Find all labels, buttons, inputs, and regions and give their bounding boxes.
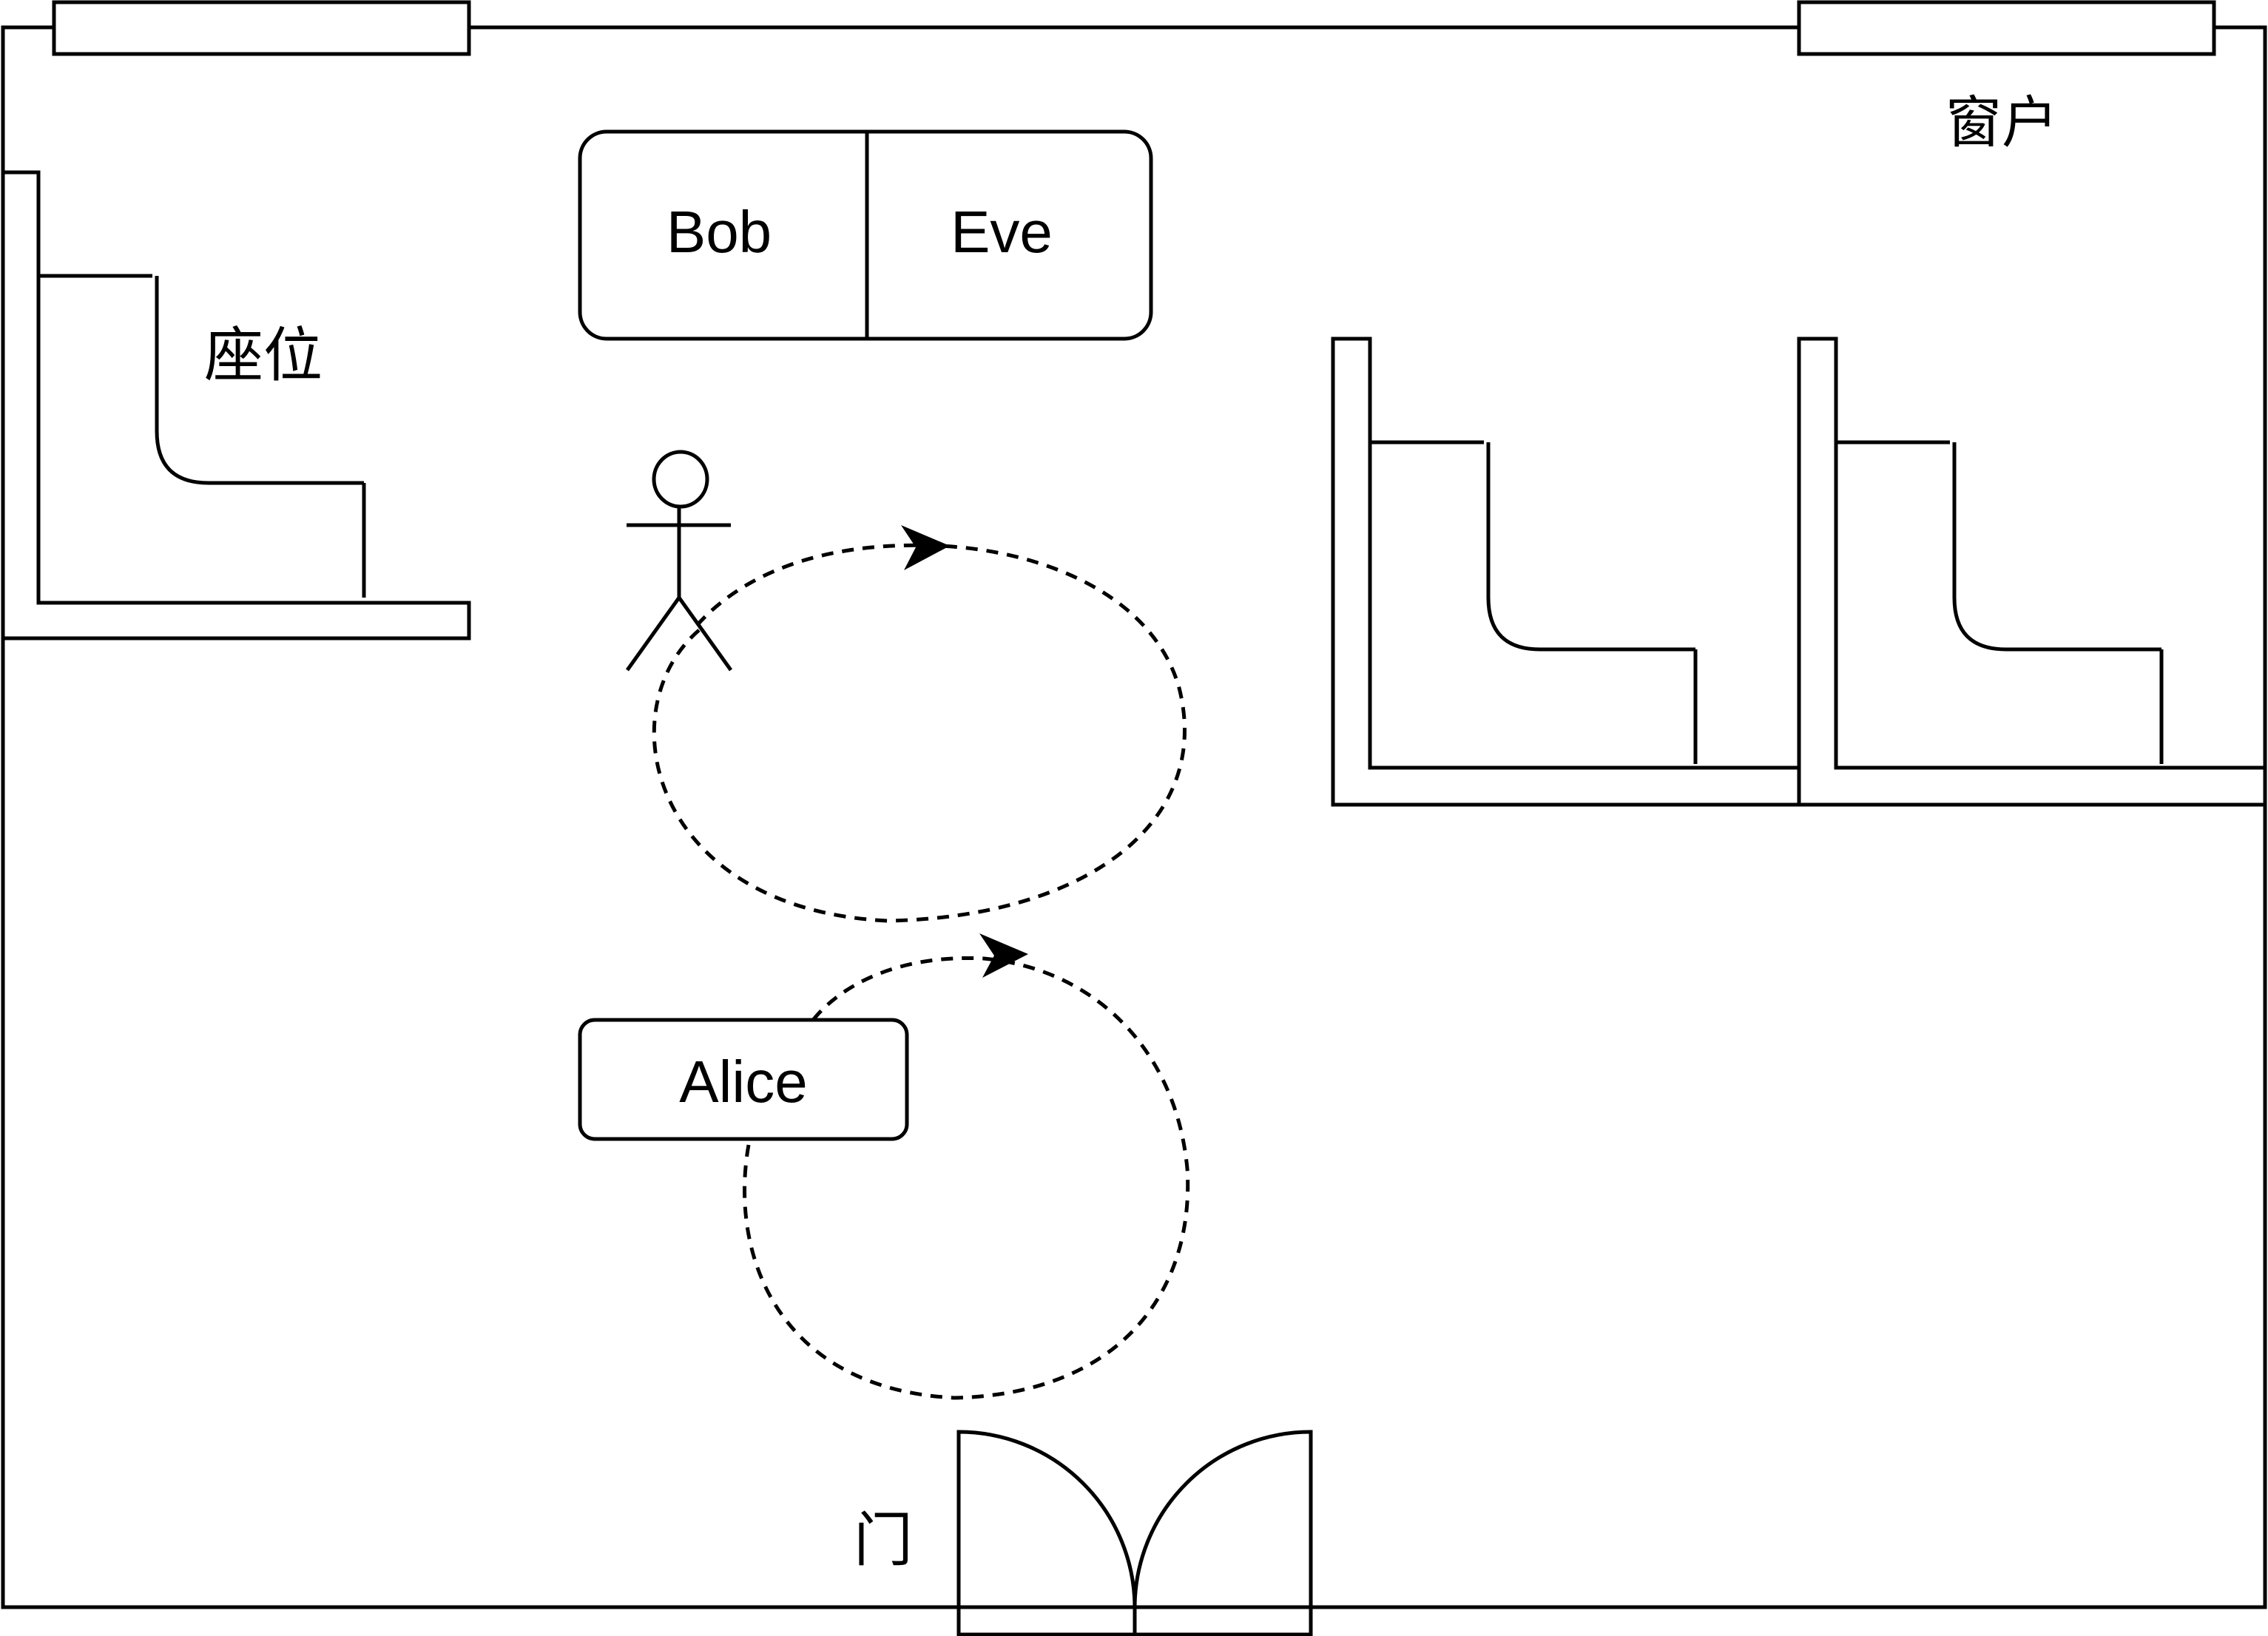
seat-label: 座位 xyxy=(204,321,323,390)
seat-left xyxy=(3,170,471,640)
walk-path-lower xyxy=(743,933,1190,1400)
window-right xyxy=(1797,0,2216,56)
seat-right-2 xyxy=(1797,337,2267,807)
alice-table xyxy=(578,1018,909,1141)
alice-label: Alice xyxy=(679,1049,807,1115)
walk-path-upper xyxy=(652,525,1187,923)
seat-right-1 xyxy=(1331,337,1801,807)
bob-eve-table xyxy=(578,129,1153,341)
door xyxy=(956,1430,1313,1636)
room-wall xyxy=(1,25,2267,1609)
window-label: 窗户 xyxy=(1945,89,2058,155)
window-left xyxy=(52,0,471,56)
person-icon xyxy=(625,450,733,672)
door-label: 门 xyxy=(854,1506,913,1575)
eve-label: Eve xyxy=(951,199,1053,265)
bob-label: Bob xyxy=(666,199,772,265)
